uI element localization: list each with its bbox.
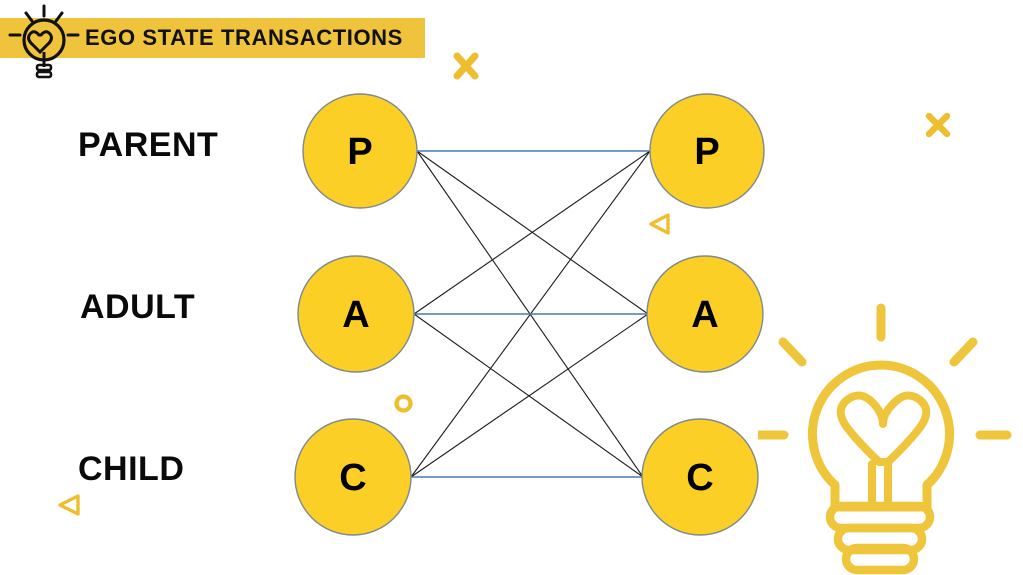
- page-title: EGO STATE TRANSACTIONS: [85, 25, 403, 50]
- left-triangle-icon: [649, 213, 670, 235]
- header-banner: [0, 18, 425, 58]
- node-letter: A: [342, 294, 369, 336]
- edge-left-child-right-adult: [410, 313, 649, 478]
- row-label-adult: ADULT: [80, 288, 196, 326]
- node-letter: C: [339, 457, 366, 499]
- node-left-child[interactable]: C: [294, 418, 412, 536]
- ring-icon: [394, 394, 413, 413]
- node-letter: P: [347, 131, 372, 173]
- edge-left-adult-right-child: [413, 313, 644, 478]
- edges-layer: [410, 150, 651, 478]
- node-letter: C: [686, 457, 713, 499]
- row-label-parent: PARENT: [78, 126, 219, 164]
- node-letter: P: [694, 131, 719, 173]
- node-right-child[interactable]: C: [641, 418, 759, 536]
- lightbulb-heart-icon: [758, 303, 1012, 575]
- node-right-adult[interactable]: A: [646, 255, 764, 373]
- cross-mark-icon: [453, 52, 479, 80]
- lightbulb-heart-icon: [8, 4, 80, 79]
- node-letter: A: [691, 294, 718, 336]
- row-label-child: CHILD: [78, 450, 185, 488]
- nodes-layer: P A C P A C: [294, 93, 765, 536]
- edge-left-adult-right-parent: [413, 150, 651, 315]
- node-right-parent[interactable]: P: [649, 93, 765, 209]
- node-left-adult[interactable]: A: [297, 255, 415, 373]
- node-left-parent[interactable]: P: [302, 93, 418, 209]
- left-triangle-icon: [58, 494, 80, 516]
- cross-mark-icon: [925, 112, 951, 138]
